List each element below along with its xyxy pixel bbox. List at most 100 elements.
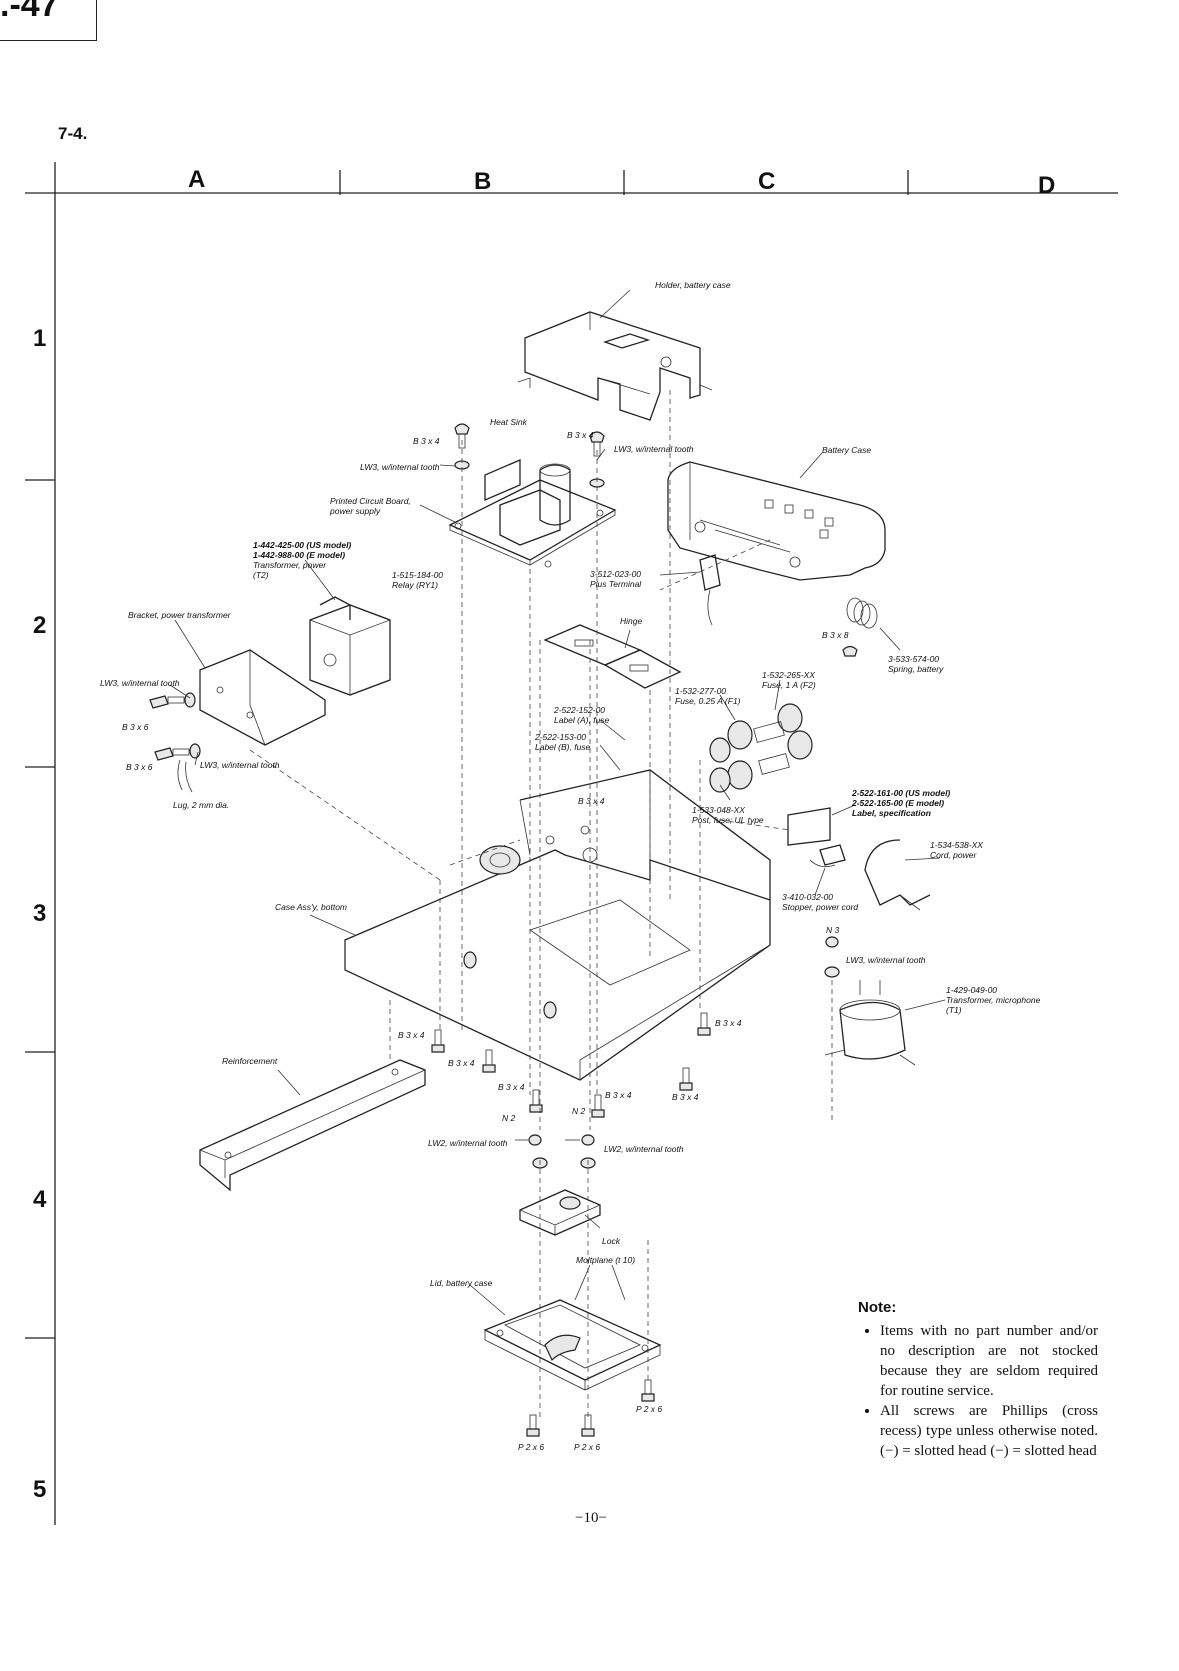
label-spec-e: 2-522-165-00 (E model) <box>852 798 945 808</box>
label-power-transformer: 1-442-425-00 (US model) 1-442-988-00 (E … <box>253 540 351 580</box>
page-mark: .-47 <box>0 0 59 24</box>
label-fuse-label-a-part: 2-522-152-00 <box>554 705 606 715</box>
label-reinforcement: Reinforcement <box>222 1056 278 1066</box>
row-5: 5 <box>33 1476 47 1503</box>
column-d: D <box>1038 172 1056 199</box>
label-fuse-label-b-name: Label (B), fuse <box>535 742 591 752</box>
cord-stopper-part <box>809 844 846 868</box>
label-spec-us: 2-522-161-00 (US model) <box>852 788 951 798</box>
battery-lid-part <box>469 1284 662 1391</box>
label-plus-terminal-part: 3-512-023-00 <box>590 569 642 579</box>
label-screw-p2x6: P 2 x 6 <box>636 1404 663 1414</box>
label-spec-name: Label, specification <box>852 808 931 818</box>
assembly-guide-lines <box>249 390 833 1420</box>
column-b: B <box>474 168 492 195</box>
label-relay-part: 1-515-184-00 <box>392 570 444 580</box>
transformer-bracket-part <box>174 619 326 746</box>
label-spring-part: 3-533-574-00 <box>888 654 940 664</box>
label-fuse-f1: 1-532-277-00 Fuse, 0.25 A (F1) <box>675 686 741 706</box>
label-screw-b3x4: B 3 x 4 <box>715 1018 742 1028</box>
label-screw-b3x8: B 3 x 8 <box>822 630 849 640</box>
label-fuse-post-name: Post, fuse; UL type <box>692 815 764 825</box>
hinge-part <box>543 624 682 689</box>
page-number-box <box>0 0 97 41</box>
label-nut-n2: N 2 <box>502 1113 516 1123</box>
label-screw-b3x4: B 3 x 4 <box>498 1082 525 1092</box>
label-plus-terminal-name: Plus Terminal <box>590 579 642 589</box>
reinforcement-part <box>199 1059 426 1192</box>
label-bracket: Bracket, power transformer <box>128 610 231 620</box>
label-lockwasher: LW3, w/internal tooth <box>200 760 280 770</box>
label-nut-n3: N 3 <box>826 925 840 935</box>
row-4: 4 <box>33 1186 47 1213</box>
label-screw-p2x6: P 2 x 6 <box>518 1442 545 1452</box>
column-a: A <box>188 166 206 193</box>
microphone-transformer-part <box>824 936 946 1066</box>
label-mic-name: Transformer, microphone <box>946 995 1041 1005</box>
fuse-holders-part <box>709 703 813 793</box>
note-block: Note: Items with no part number and/or n… <box>858 1298 1098 1461</box>
label-battery-case: Battery Case <box>822 445 872 455</box>
label-stopper-name: Stopper, power cord <box>782 902 859 912</box>
label-fuse-f1-name: Fuse, 0.25 A (F1) <box>675 696 741 706</box>
note-title: Note: <box>858 1299 897 1316</box>
spec-label-part <box>787 807 831 846</box>
label-cord-stopper: 3-410-032-00 Stopper, power cord <box>782 892 858 912</box>
label-screw-b3x4: B 3 x 4 <box>398 1030 425 1040</box>
label-case-bottom: Case Ass'y, bottom <box>275 902 348 912</box>
pcb-power-supply-part <box>448 459 617 568</box>
holder-battery-case-part <box>517 289 713 421</box>
label-battery-lid: Lid, battery case <box>430 1278 493 1288</box>
label-screw-b3x6: B 3 x 6 <box>126 762 153 772</box>
label-stopper-part: 3-410-032-00 <box>782 892 834 902</box>
label-cord-part: 1-534-538-XX <box>930 840 983 850</box>
label-fuse-f2: 1-532-265-XX Fuse, 1 A (F2) <box>762 670 816 690</box>
label-transformer-ref: (T2) <box>253 570 269 580</box>
label-screw-b3x4: B 3 x 4 <box>413 436 440 446</box>
label-relay-name: Relay (RY1) <box>392 580 438 590</box>
label-lockwasher: LW3, w/internal tooth <box>360 462 440 472</box>
label-spring-name: Spring, battery <box>888 664 944 674</box>
label-fuse-post: 1-533-048-XX Post, fuse; UL type <box>692 805 764 825</box>
row-3: 3 <box>33 900 47 927</box>
label-nut-n2: N 2 <box>572 1106 586 1116</box>
grid-frame <box>25 162 1118 1525</box>
label-mic-part: 1-429-049-00 <box>946 985 998 995</box>
case-screws <box>431 1012 711 1118</box>
label-fuse-label-b: 2-522-153-00 Label (B), fuse <box>535 732 590 752</box>
label-fuse-label-a-name: Label (A), fuse <box>554 715 610 725</box>
label-lock: Lock <box>602 1236 620 1246</box>
label-lockwasher: LW3, w/internal tooth <box>100 678 180 688</box>
label-heat-sink: Heat Sink <box>490 417 527 427</box>
note-item: Items with no part number and/or no desc… <box>880 1321 1098 1401</box>
label-mic-ref: (T1) <box>946 1005 962 1015</box>
label-hinge: Hinge <box>620 616 643 626</box>
label-lockwasher-lw2: LW2, w/internal tooth <box>604 1144 684 1154</box>
column-c: C <box>758 168 776 195</box>
pcb-screws <box>454 423 605 488</box>
label-holder-battery-case: Holder, battery case <box>655 280 731 290</box>
label-screw-b3x4: B 3 x 4 <box>672 1092 699 1102</box>
note-list: Items with no part number and/or no desc… <box>858 1321 1098 1461</box>
label-transformer-e: 1-442-988-00 (E model) <box>253 550 346 560</box>
label-screw-b3x4: B 3 x 4 <box>448 1058 475 1068</box>
label-fuse-post-part: 1-533-048-XX <box>692 805 745 815</box>
lock-part <box>519 1189 601 1236</box>
power-cord-part <box>864 839 931 911</box>
footer-page-number: −10− <box>575 1510 607 1526</box>
label-moltplane: Moltplane (t 10) <box>576 1255 636 1265</box>
nuts-washers <box>528 1134 596 1169</box>
label-fuse-label-b-part: 2-522-153-00 <box>535 732 587 742</box>
label-screw-b3x4: B 3 x 4 <box>605 1090 632 1100</box>
label-pcb-line2: power supply <box>330 506 381 516</box>
label-leaders <box>169 448 941 1301</box>
label-lug: Lug, 2 mm dia. <box>173 800 230 810</box>
label-screw-b3x6: B 3 x 6 <box>122 722 149 732</box>
label-lockwasher-lw2: LW2, w/internal tooth <box>428 1138 508 1148</box>
label-mic-transformer: 1-429-049-00 Transformer, microphone (T1… <box>946 985 1040 1015</box>
label-fuse-f2-part: 1-532-265-XX <box>762 670 815 680</box>
label-battery-spring: 3-533-574-00 Spring, battery <box>888 654 943 674</box>
label-plus-terminal: 3-512-023-00 Plus Terminal <box>590 569 641 589</box>
lid-screws <box>526 1379 655 1437</box>
